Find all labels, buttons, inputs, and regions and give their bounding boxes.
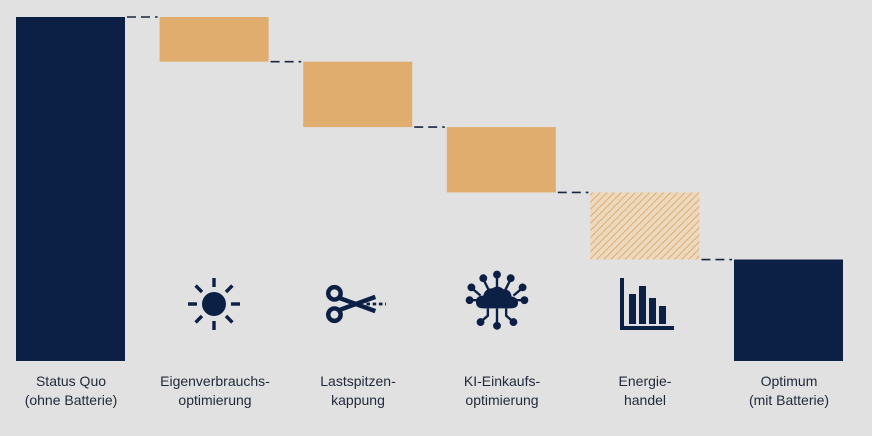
- category-label-status-quo: Status Quo (ohne Batterie): [24, 373, 118, 408]
- scissors-icon: [326, 284, 386, 324]
- category-label-optimum: Optimum (mit Batterie): [748, 373, 830, 408]
- category-label-ki-einkauf: KI-Einkaufs- optimierung: [463, 373, 541, 408]
- sun-icon: [188, 278, 240, 330]
- bar-energiehandel: [590, 192, 700, 260]
- bar-ki-einkauf: [446, 127, 556, 193]
- bar-eigenverbrauch: [159, 17, 269, 62]
- bar-status-quo: [16, 17, 125, 361]
- bar-optimum: [734, 259, 843, 361]
- ai-cloud-icon: [465, 270, 529, 330]
- category-label-energiehandel: Energie- handel: [618, 373, 672, 408]
- bar-lastspitzen: [303, 61, 413, 128]
- bar-chart-icon: [620, 278, 674, 330]
- category-label-eigenverbrauch: Eigenverbrauchs- optimierung: [160, 373, 270, 408]
- category-label-lastspitzen: Lastspitzen- kappung: [320, 373, 396, 408]
